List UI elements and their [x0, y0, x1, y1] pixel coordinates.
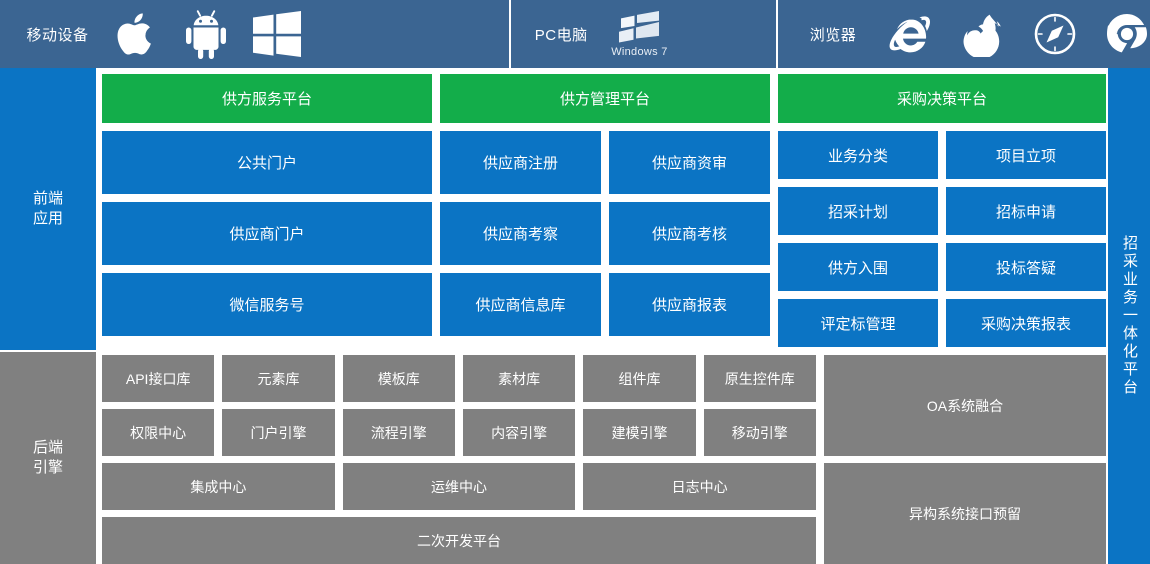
- android-icon: [185, 9, 227, 59]
- backend-row-engines: 权限中心 门户引擎 流程引擎 内容引擎 建模引擎 移动引擎: [102, 409, 816, 456]
- app-tile-procurement-decision-report[interactable]: 采购决策报表: [946, 299, 1106, 347]
- safari-icon: [1032, 11, 1078, 57]
- frontend-row: 评定标管理 采购决策报表: [778, 299, 1106, 347]
- frontend-row: 招采计划 招标申请: [778, 187, 1106, 235]
- rail-backend-line2: 引擎: [32, 459, 63, 476]
- rail-frontend-line2: 应用: [32, 210, 63, 227]
- app-tile-public-portal[interactable]: 公共门户: [102, 131, 432, 194]
- frontend-row: 供方入围 投标答疑: [778, 243, 1106, 291]
- frontend-row: 业务分类 项目立项: [778, 131, 1106, 179]
- app-tile-bidding-application[interactable]: 招标申请: [946, 187, 1106, 235]
- app-tile-wechat-service[interactable]: 微信服务号: [102, 273, 432, 336]
- backend-row-centers: 集成中心 运维中心 日志中心: [102, 463, 817, 510]
- firefox-icon: [960, 11, 1006, 57]
- app-tile-project-initiation[interactable]: 项目立项: [946, 131, 1106, 179]
- engine-tile-operations-center[interactable]: 运维中心: [342, 463, 576, 510]
- frontend-row: 供应商注册 供应商资审: [440, 131, 770, 194]
- pc-icon-row: Windows 7: [611, 10, 668, 58]
- backend-section: API接口库 元素库 模板库 素材库 组件库 原生控件库 权限中心 门户引擎 流…: [96, 349, 1106, 564]
- engine-tile-template-library[interactable]: 模板库: [342, 355, 455, 402]
- browser-icon-row: [888, 11, 1150, 57]
- rail-backend-line1: 后端: [32, 439, 63, 456]
- frontend-column-procurement-decision: 采购决策平台 业务分类 项目立项 招采计划 招标申请 供方入围 投标答疑 评定: [778, 74, 1106, 349]
- backend-row-libraries: API接口库 元素库 模板库 素材库 组件库 原生控件库: [102, 355, 816, 402]
- right-rail: 招采业务一体化平台: [1108, 68, 1150, 564]
- app-tile-supplier-inspection[interactable]: 供应商考察: [440, 202, 601, 265]
- app-tile-supplier-database[interactable]: 供应商信息库: [440, 273, 601, 336]
- engine-tile-element-library[interactable]: 元素库: [222, 355, 335, 402]
- topbar-label-mobile: 移动设备: [26, 26, 89, 44]
- left-rail: 前端 应用 后端 引擎: [0, 68, 96, 564]
- engine-tile-permission-center[interactable]: 权限中心: [102, 409, 215, 456]
- engine-tile-process-engine[interactable]: 流程引擎: [342, 409, 455, 456]
- engine-tile-material-library[interactable]: 素材库: [462, 355, 576, 402]
- platform-header-supplier-service[interactable]: 供方服务平台: [102, 74, 432, 123]
- diagram-body: 前端 应用 后端 引擎 供方服务平台 公共门户 供应商门户 微信: [0, 68, 1150, 564]
- topbar-segment-browser: 浏览器: [778, 0, 1150, 68]
- engine-tile-modeling-engine[interactable]: 建模引擎: [583, 409, 696, 456]
- engine-tile-heterogeneous-interface[interactable]: 异构系统接口预留: [824, 463, 1106, 564]
- engine-tile-portal-engine[interactable]: 门户引擎: [222, 409, 335, 456]
- topbar-label-pc: PC电脑: [534, 26, 588, 44]
- frontend-section: 供方服务平台 公共门户 供应商门户 微信服务号 供方管理平台 供应商注册 供应商…: [96, 68, 1106, 349]
- app-tile-business-category[interactable]: 业务分类: [778, 131, 938, 179]
- app-tile-bid-clarification[interactable]: 投标答疑: [946, 243, 1106, 291]
- backend-right-group: OA系统融合 异构系统接口预留: [824, 355, 1106, 564]
- windows7-icon: Windows 7: [611, 10, 668, 58]
- engine-tile-content-engine[interactable]: 内容引擎: [462, 409, 576, 456]
- windows-icon: [253, 11, 301, 57]
- engine-tile-log-center[interactable]: 日志中心: [583, 463, 817, 510]
- engine-tile-integration-center[interactable]: 集成中心: [102, 463, 335, 510]
- app-tile-procurement-plan[interactable]: 招采计划: [778, 187, 938, 235]
- engine-tile-native-control-library[interactable]: 原生控件库: [703, 355, 816, 402]
- topbar-segment-mobile: 移动设备: [0, 0, 510, 68]
- rail-frontend-label: 前端 应用: [28, 189, 68, 229]
- platform-header-supplier-management[interactable]: 供方管理平台: [440, 74, 770, 123]
- platform-header-procurement-decision[interactable]: 采购决策平台: [778, 74, 1106, 123]
- rail-frontend-line1: 前端: [32, 190, 63, 207]
- engine-tile-component-library[interactable]: 组件库: [583, 355, 696, 402]
- right-rail-label: 招采业务一体化平台: [1121, 235, 1138, 397]
- engine-tile-oa-integration[interactable]: OA系统融合: [824, 355, 1106, 456]
- backend-left-group: API接口库 元素库 模板库 素材库 组件库 原生控件库 权限中心 门户引擎 流…: [102, 355, 817, 564]
- chrome-icon: [1104, 11, 1150, 57]
- frontend-column-supplier-management: 供方管理平台 供应商注册 供应商资审 供应商考察 供应商考核 供应商信息库 供应…: [440, 74, 770, 349]
- rail-frontend: 前端 应用: [0, 68, 96, 350]
- app-tile-supplier-register[interactable]: 供应商注册: [440, 131, 601, 194]
- frontend-row: 供应商考察 供应商考核: [440, 202, 770, 265]
- topbar-label-browser: 浏览器: [809, 26, 857, 44]
- app-tile-supplier-report[interactable]: 供应商报表: [609, 273, 770, 336]
- device-topbar: 移动设备: [0, 0, 1150, 68]
- app-tile-supplier-qualification[interactable]: 供应商资审: [609, 131, 770, 194]
- rail-backend-label: 后端 引擎: [28, 438, 68, 478]
- frontend-row: 供应商信息库 供应商报表: [440, 273, 770, 336]
- rail-backend: 后端 引擎: [0, 352, 96, 564]
- app-tile-supplier-shortlist[interactable]: 供方入围: [778, 243, 938, 291]
- engine-tile-api-library[interactable]: API接口库: [102, 355, 215, 402]
- topbar-segment-pc: PC电脑 Windows 7: [511, 0, 776, 68]
- app-tile-supplier-portal[interactable]: 供应商门户: [102, 202, 432, 265]
- apple-icon: [115, 9, 159, 59]
- center-column: 供方服务平台 公共门户 供应商门户 微信服务号 供方管理平台 供应商注册 供应商…: [96, 68, 1106, 564]
- engine-tile-secondary-development-platform[interactable]: 二次开发平台: [102, 517, 816, 564]
- frontend-column-supplier-service: 供方服务平台 公共门户 供应商门户 微信服务号: [102, 74, 432, 349]
- windows7-caption: Windows 7: [611, 45, 668, 58]
- app-tile-evaluation-management[interactable]: 评定标管理: [778, 299, 938, 347]
- internet-explorer-icon: [888, 11, 934, 57]
- mobile-icon-row: [115, 9, 301, 59]
- app-tile-supplier-assessment[interactable]: 供应商考核: [609, 202, 770, 265]
- engine-tile-mobile-engine[interactable]: 移动引擎: [703, 409, 816, 456]
